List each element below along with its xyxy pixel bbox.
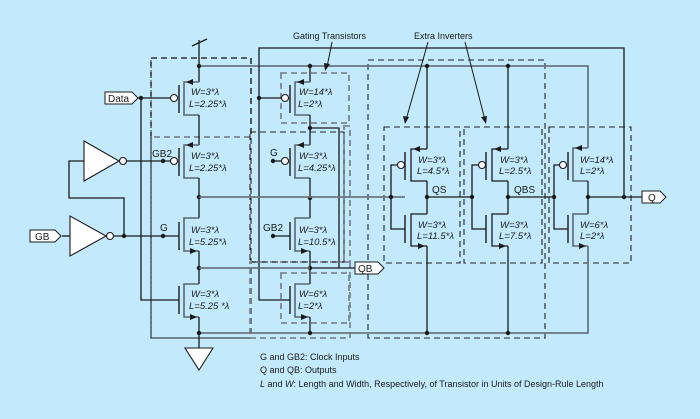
port-data: Data: [104, 91, 139, 105]
t3-length: L=5.25*λ: [189, 237, 227, 248]
t8-length: L=2*λ: [298, 301, 323, 312]
box-inverter-qbs: [463, 126, 543, 264]
t12-width: W=3*λ: [500, 220, 528, 231]
ground-icon: [183, 347, 215, 372]
port-q: Q: [641, 190, 667, 204]
port-qb: QB: [354, 261, 385, 275]
box-output-inverter: [548, 126, 632, 264]
t6-arrow-icon: [297, 142, 304, 148]
t1-arrow-icon: [186, 79, 193, 85]
t5-length: L=2*λ: [298, 99, 323, 110]
t2-width: W=3*λ: [191, 151, 219, 162]
t2-length: L=2.25*λ: [189, 163, 227, 174]
t11-width: W=3*λ: [500, 155, 528, 166]
node-qs: QS: [432, 185, 447, 196]
gating-transistors: [256, 47, 625, 336]
rails: [183, 38, 589, 372]
t14-length: L=2*λ: [580, 231, 605, 242]
t2-arrow-icon: [186, 142, 193, 148]
box-extra-inverters-outer: [367, 59, 546, 339]
t1-width: W=3*λ: [191, 87, 219, 98]
legend: G and GB2: Clock Inputs Q and QB: Output…: [260, 352, 604, 389]
t12-length: L=7.5*λ: [499, 231, 532, 242]
t5-arrow-icon: [297, 79, 304, 85]
box-inverter-qs: [383, 126, 461, 264]
t1-length: L=2.25*λ: [189, 99, 227, 110]
box-gating-bottom: [249, 261, 351, 339]
node-gb2-mid: GB2: [263, 223, 283, 234]
annotation-gating-transistors: Gating Transistors: [293, 31, 367, 41]
port-qb-label: QB: [358, 264, 373, 275]
annotation-extra-inverters: Extra Inverters: [414, 31, 473, 41]
t13-width: W=14*λ: [580, 155, 614, 166]
t1-bubble: [169, 93, 179, 103]
t4-width: W=3*λ: [191, 289, 219, 300]
node-qbs: QBS: [514, 185, 535, 196]
extra-inverters: [388, 63, 642, 336]
t2-bubble: [169, 156, 179, 166]
t3-arrow-icon: [190, 248, 197, 254]
node-g-left: G: [160, 223, 168, 234]
t7-length: L=10.5*λ: [298, 237, 336, 248]
group-boxes: [150, 57, 632, 339]
data-input-wiring: [138, 95, 179, 301]
t6-width: W=3*λ: [299, 151, 327, 162]
port-data-label: Data: [108, 94, 130, 105]
port-gb: GB: [29, 229, 62, 243]
inverter-gb2-icon: [83, 140, 121, 182]
t10-length: L=11.5*λ: [417, 231, 454, 242]
node-g-mid: G: [270, 148, 278, 159]
t6-length: L=4.25*λ: [298, 163, 336, 174]
t13-length: L=2*λ: [580, 166, 605, 177]
t9-length: L=4.5*λ: [417, 166, 450, 177]
vdd-icon: [191, 38, 208, 47]
annotation-arrows: [324, 41, 487, 124]
mid-nets: [199, 196, 405, 269]
t8-arrow-icon: [301, 314, 308, 320]
t7-arrow-icon: [301, 248, 308, 254]
legend-length-width: L and W: Length and Width, Respectively,…: [260, 379, 604, 389]
t4-arrow-icon: [190, 314, 197, 320]
legend-l-symbol: L: [260, 379, 265, 389]
legend-description: : Length and Width, Respectively, of Tra…: [294, 379, 604, 389]
gnd-rail: [199, 278, 589, 334]
box-feedback-gray: [343, 125, 351, 263]
input-stage: [169, 63, 202, 336]
legend-outputs: Q and QB: Outputs: [260, 365, 337, 375]
legend-clock-inputs: G and GB2: Clock Inputs: [260, 352, 360, 362]
t14-width: W=6*λ: [580, 220, 608, 231]
t3-width: W=3*λ: [191, 225, 219, 236]
transistor-labels: W=3*λ L=2.25*λ W=3*λ L=2.25*λ W=3*λ L=5.…: [189, 87, 614, 312]
box-gating-bottom-inner: [280, 272, 350, 324]
t5-width: W=14*λ: [299, 87, 333, 98]
t11-length: L=2.5*λ: [499, 166, 532, 177]
legend-w-symbol: W: [285, 379, 295, 389]
t4-length: L=5.25 *λ: [189, 301, 230, 312]
clock-inverters: [62, 140, 179, 257]
vdd-rail: [199, 65, 589, 148]
port-gb-label: GB: [35, 232, 50, 243]
box-input-stage-outline: [150, 57, 252, 339]
t9-width: W=3*λ: [418, 155, 446, 166]
box-gating-top: [280, 72, 350, 124]
t7-width: W=3*λ: [299, 225, 327, 236]
t8-width: W=6*λ: [299, 289, 327, 300]
t10-width: W=3*λ: [418, 220, 446, 231]
legend-and: and: [265, 379, 285, 389]
port-q-label: Q: [648, 193, 656, 204]
inverter-g-icon: [69, 215, 108, 257]
node-gb2-left: GB2: [152, 149, 172, 160]
